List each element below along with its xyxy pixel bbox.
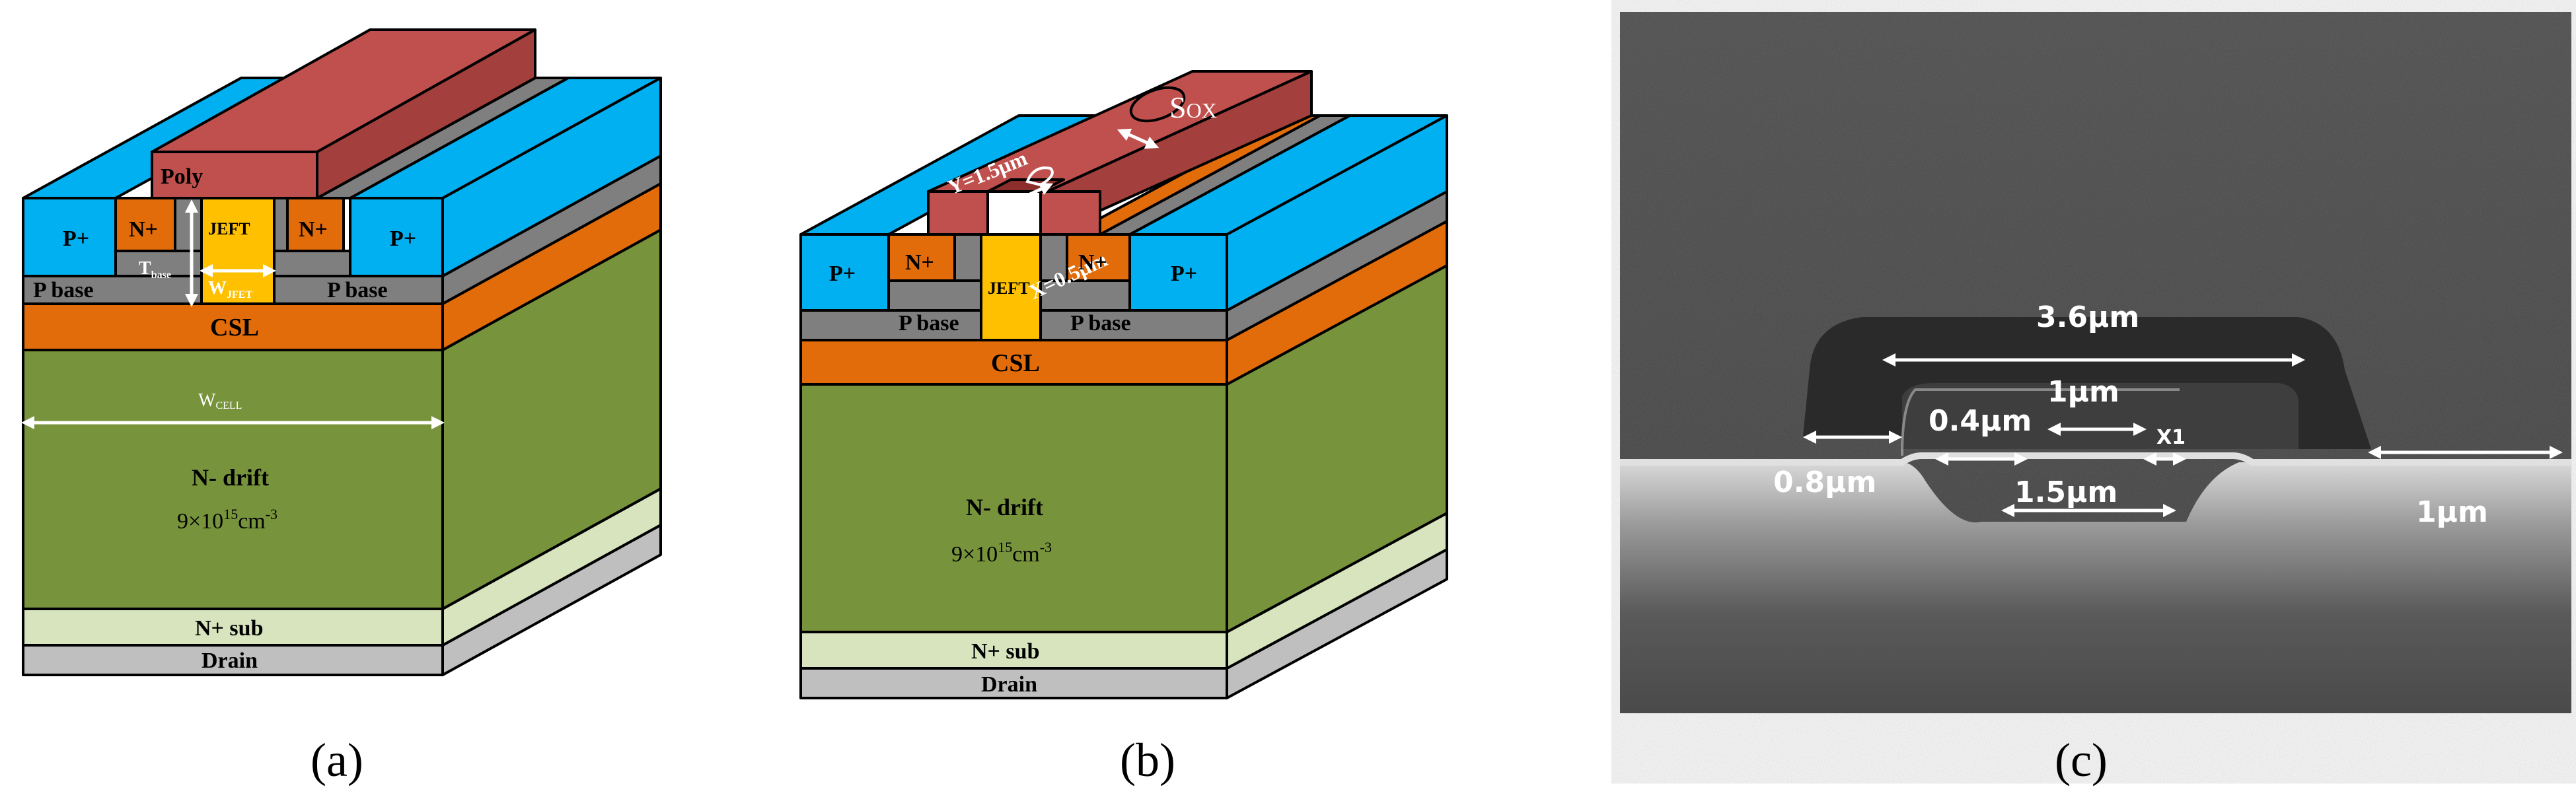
drain-label: Drain — [981, 672, 1037, 697]
csl-label: CSL — [991, 349, 1040, 377]
x-dim-arrow — [1117, 128, 1159, 149]
sem-gate-inner — [1902, 383, 2299, 449]
label-0-4um: 0.4μm — [1929, 404, 2032, 438]
slot-opening — [1025, 166, 1054, 187]
doping-label: 9×1015cm-3 — [177, 506, 277, 534]
sox-ellipse — [1129, 86, 1186, 123]
poly-label: Poly — [161, 164, 203, 189]
p-base-right-pocket — [1039, 279, 1131, 312]
drain-layer — [22, 644, 444, 676]
p-base-left-wall — [174, 197, 203, 252]
csl-layer — [799, 339, 1228, 386]
jfet-region — [980, 233, 1042, 341]
p-base-left-wall — [953, 233, 982, 282]
n-plus-right-label: N+ — [1078, 250, 1107, 275]
p-base-right-label: P base — [327, 278, 388, 302]
p-plus-left-label: P+ — [63, 227, 89, 251]
label-1um-right: 1μm — [2416, 495, 2488, 529]
caption-c: (c) — [2055, 734, 2108, 787]
jfet-label: JEFT — [208, 219, 250, 238]
jfet-label: JEFT — [988, 279, 1030, 298]
n-sub-label: N+ sub — [971, 639, 1039, 664]
n-drift-layer — [799, 383, 1228, 633]
t-base-label: Tbase — [139, 258, 171, 281]
sem-surface-edge — [1620, 452, 2571, 466]
y-dim-arrow — [998, 183, 1054, 209]
p-plus-right-label: P+ — [390, 227, 416, 251]
p-base-left-pocket — [887, 279, 982, 312]
caption-a: (a) — [311, 734, 363, 787]
sem-gate-rim — [1901, 388, 2180, 456]
drift-label: N- drift — [966, 494, 1043, 520]
n-plus-left-label: N+ — [129, 217, 158, 242]
p-base-left-label: P base — [899, 311, 959, 335]
label-0-8um: 0.8μm — [1773, 466, 1876, 499]
p-plus-left-label: P+ — [829, 262, 856, 286]
p-base-left-label: P base — [33, 278, 94, 302]
panel-c-sem-image: 3.6μm 1μm 0.4μm X1 0.8μm 1.5μm 1μm — [1620, 12, 2571, 713]
drain-label: Drain — [202, 649, 258, 673]
p-plus-right-side — [1226, 114, 1448, 312]
n-plus-left-label: N+ — [905, 250, 934, 275]
doping-label: 9×1015cm-3 — [951, 539, 1052, 567]
poly-front-right — [1039, 190, 1101, 236]
label-1-5um: 1.5μm — [2014, 475, 2117, 509]
label-x1: X1 — [2156, 426, 2186, 449]
p-base-right-label: P base — [1070, 311, 1131, 335]
caption-b: (b) — [1120, 734, 1175, 787]
sox-label: SOX — [1169, 90, 1217, 124]
panel-b-diagram: SOX Y=1.5μm X=0.5μm P+ N+ JEFT N+ P+ P b… — [799, 70, 1448, 699]
w-cell-label: WCELL — [198, 390, 242, 411]
n-sub-layer — [22, 608, 444, 647]
p-plus-right-side — [441, 77, 662, 277]
n-plus-right-label: N+ — [299, 217, 328, 242]
csl-label: CSL — [210, 314, 259, 341]
poly-front-left — [927, 190, 989, 236]
sem-substrate — [1620, 462, 2571, 713]
n-sub-label: N+ sub — [195, 616, 263, 641]
w-jfet-label: WJFET — [208, 278, 252, 300]
label-3-6um: 3.6μm — [2036, 300, 2139, 334]
label-1um-inner: 1μm — [2047, 375, 2119, 409]
panel-a-diagram: Poly P+ N+ JEFT N+ P+ P base P base CSL … — [21, 28, 662, 676]
p-base-right-pocket — [273, 250, 351, 277]
poly-front — [151, 151, 318, 199]
drift-label: N- drift — [192, 464, 269, 491]
p-plus-right-label: P+ — [1171, 262, 1197, 286]
